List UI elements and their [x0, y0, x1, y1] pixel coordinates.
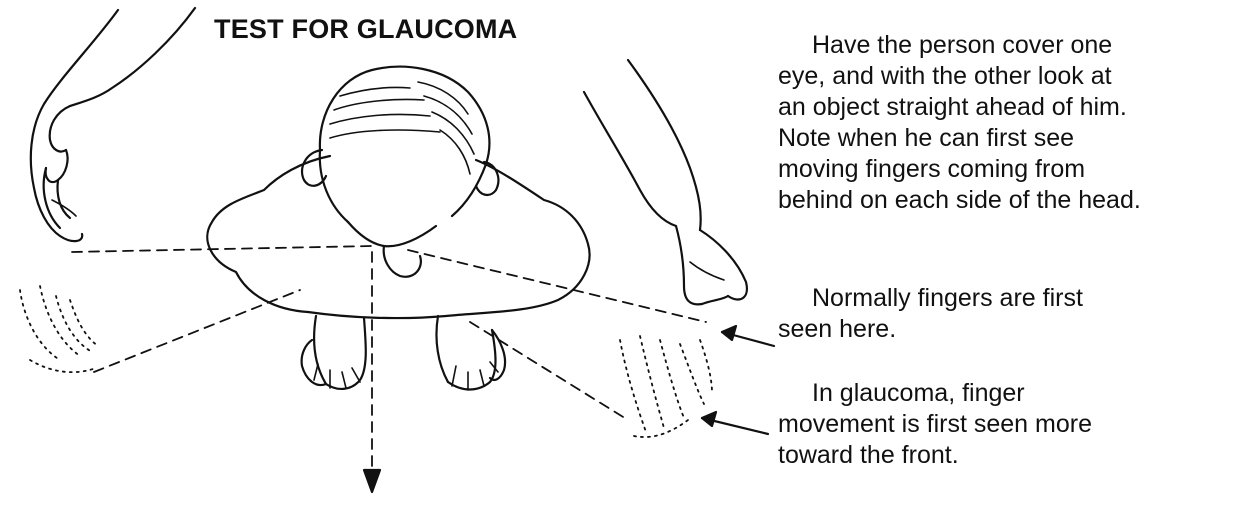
text-line: Normally fingers are first — [778, 283, 1083, 314]
text-line: seen here. — [778, 314, 1083, 345]
callout-arrows — [702, 326, 774, 434]
text-line: eye, and with the other look at — [778, 61, 1141, 92]
right-sight-line — [408, 250, 706, 322]
left-sight-line — [72, 246, 372, 252]
glaucoma-view-caption: In glaucoma, finger movement is first se… — [778, 378, 1092, 471]
text-line: In glaucoma, finger — [778, 378, 1092, 409]
person-top-view — [207, 67, 589, 390]
text-line: toward the front. — [778, 440, 1092, 471]
text-line: Have the person cover one — [778, 30, 1141, 61]
left-front-sight-line — [94, 290, 300, 372]
forward-arrow-head — [364, 470, 380, 492]
sight-lines — [72, 246, 706, 472]
text-line: movement is first seen more — [778, 409, 1092, 440]
text-line: Note when he can first see — [778, 123, 1141, 154]
text-line: behind on each side of the head. — [778, 185, 1141, 216]
text-line: moving fingers coming from — [778, 154, 1141, 185]
right-finger-motion-traces — [620, 336, 712, 437]
instructions-paragraph: Have the person cover one eye, and with … — [778, 30, 1141, 216]
diagram-title: TEST FOR GLAUCOMA — [214, 14, 517, 45]
normal-view-caption: Normally fingers are first seen here. — [778, 283, 1083, 345]
left-finger-motion-traces — [20, 286, 98, 372]
text-line: an object straight ahead of him. — [778, 92, 1141, 123]
right-examiner-hand — [584, 60, 747, 304]
left-examiner-hand — [31, 8, 195, 241]
